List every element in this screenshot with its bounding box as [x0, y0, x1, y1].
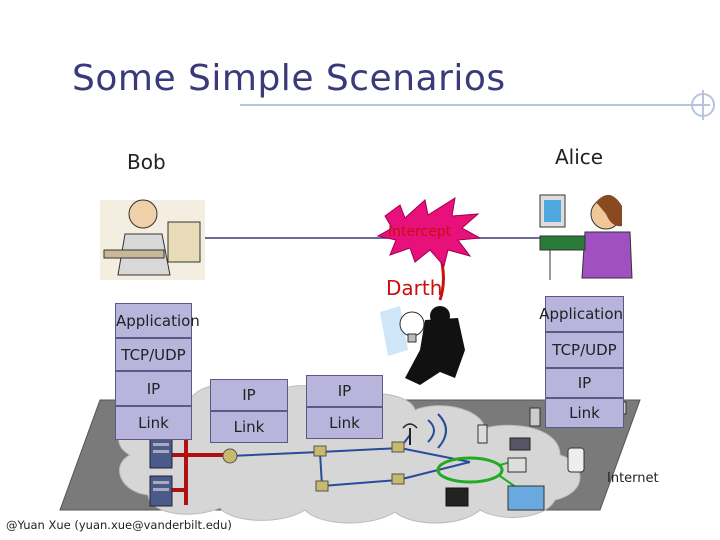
pda-icon	[477, 424, 488, 444]
antenna-icon	[402, 413, 447, 449]
monitor-icon	[507, 485, 545, 511]
bob-icon	[100, 199, 205, 280]
router1-network-layer: IP	[210, 379, 288, 411]
alice-network-layer: IP	[545, 368, 624, 398]
alice-link-layer: Link	[545, 398, 624, 428]
router-icon	[222, 448, 238, 464]
router2-link-layer: Link	[306, 407, 383, 439]
intercept-label: Intercept	[388, 224, 452, 240]
hub-ring	[436, 456, 504, 484]
darth-icon	[380, 306, 465, 385]
laptop-icon	[509, 437, 531, 451]
router-icon	[313, 445, 327, 457]
router-icon	[391, 441, 405, 453]
desktop-icon	[507, 457, 527, 473]
alice-transport-layer: TCP/UDP	[545, 332, 624, 368]
alice-application-layer: Application	[539, 296, 624, 332]
router-icon	[315, 480, 329, 492]
server-icon	[149, 475, 173, 507]
darth-label: Darth	[386, 276, 443, 300]
bob-transport-layer: TCP/UDP	[115, 338, 192, 371]
alice-icon	[539, 194, 633, 280]
router2-network-layer: IP	[306, 375, 383, 407]
slide-title: Some Simple Scenarios	[72, 58, 506, 99]
bob-application-layer: Application	[115, 303, 200, 338]
bob-label: Bob	[127, 150, 166, 174]
gamepad-icon	[445, 487, 469, 507]
footer-credit: @Yuan Xue (yuan.xue@vanderbilt.edu)	[6, 518, 232, 532]
title-underline	[240, 104, 710, 106]
server-icon	[149, 437, 173, 469]
internet-label: Internet	[607, 471, 659, 486]
intercept-burst	[376, 196, 482, 268]
ipod-icon	[567, 447, 585, 473]
bob-link-layer: Link	[115, 406, 192, 440]
router1-link-layer: Link	[210, 411, 288, 443]
phone-icon	[529, 407, 541, 427]
bob-network-layer: IP	[115, 371, 192, 406]
alice-label: Alice	[555, 145, 604, 169]
router-icon	[391, 473, 405, 485]
